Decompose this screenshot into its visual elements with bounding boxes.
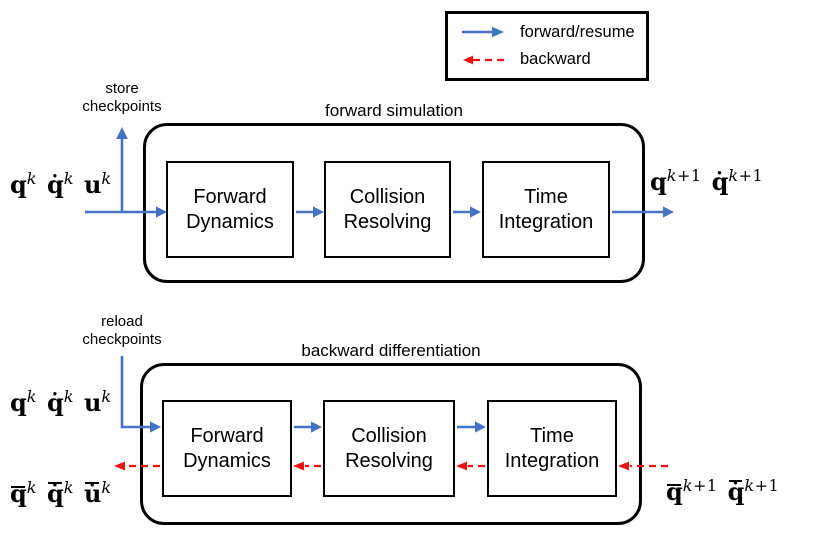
reload-checkpoints-label: reload checkpoints [82, 313, 162, 348]
store-checkpoints-label: store checkpoints [82, 80, 162, 115]
collision-resolving-box-bwd: Collision Resolving [323, 400, 455, 497]
store-checkpoints-arrow [116, 127, 128, 212]
legend: forward/resume backward [445, 11, 649, 81]
collision-resolving-box-fwd: Collision Resolving [324, 161, 451, 258]
forward-simulation-title: forward simulation [325, 101, 463, 120]
forward-dynamics-box-fwd: Forward Dynamics [166, 161, 294, 258]
backward-arrow-icon [463, 55, 505, 65]
forward-arrow-icon [462, 26, 504, 38]
backward-differentiation-container [140, 363, 642, 525]
time-integration-box-bwd: Time Integration [487, 400, 617, 497]
forward-simulation-container [143, 123, 645, 283]
legend-backward-label: backward [520, 50, 591, 69]
legend-backward-row: backward [460, 50, 646, 69]
legend-forward-row: forward/resume [460, 23, 646, 42]
time-integration-box-fwd: Time Integration [482, 161, 610, 258]
backward-differentiation-title: backward differentiation [301, 341, 481, 360]
legend-forward-label: forward/resume [520, 22, 635, 41]
forward-dynamics-box-bwd: Forward Dynamics [162, 400, 292, 497]
